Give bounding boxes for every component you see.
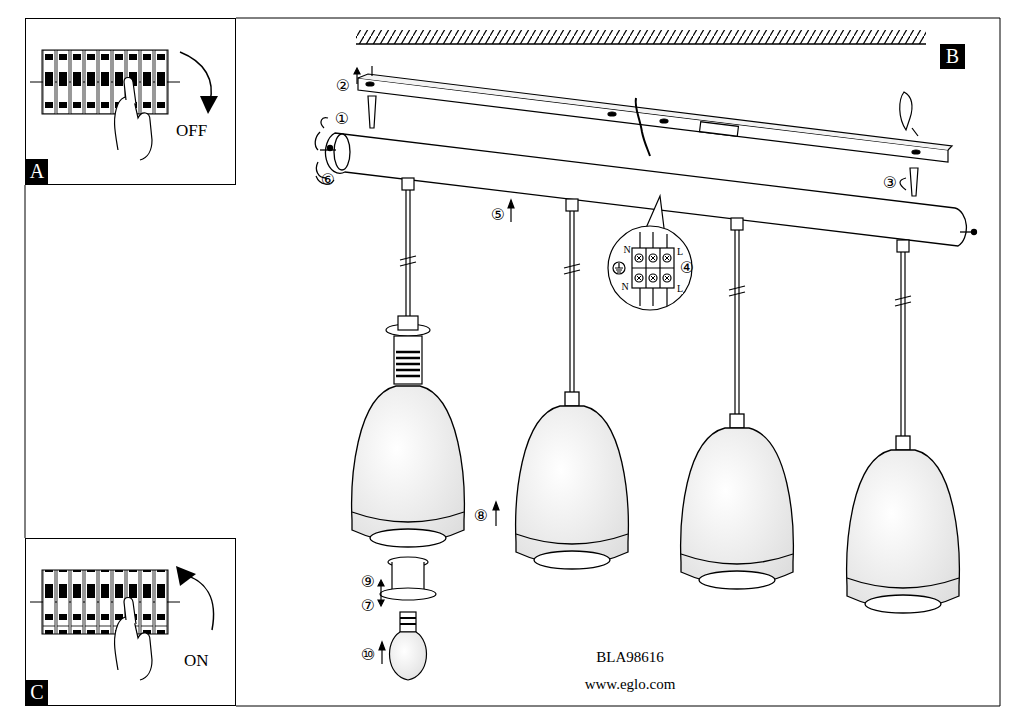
breaker-on [30, 566, 214, 680]
callout-number: ⑦ [361, 598, 375, 614]
callout-number: ⑩ [361, 647, 375, 663]
step-letter-box: B [940, 44, 965, 69]
callout-number: ⑤ [491, 207, 505, 223]
breaker-off [30, 50, 218, 160]
terminal-name: L [677, 284, 683, 294]
glass-shades [352, 386, 960, 613]
model-number: BLA98616 [596, 650, 664, 665]
step-letter-box: C [26, 680, 48, 705]
page-frame [25, 18, 1000, 706]
callout-number: ② [336, 78, 350, 94]
callout-number: ③ [883, 175, 897, 191]
switch-state: ON [184, 651, 209, 671]
terminal-name: N [623, 245, 630, 255]
ring-and-bulb [380, 557, 436, 680]
step-panel: OFF A [25, 18, 236, 185]
switch-state: OFF [176, 121, 207, 141]
step-letter: C [30, 681, 43, 704]
pendant-cords [400, 178, 911, 436]
callout-number: ④ [680, 260, 694, 276]
step-letter: A [30, 160, 44, 183]
ceiling [356, 30, 926, 44]
callout-number: ⑥ [321, 172, 335, 188]
terminal-block [608, 196, 692, 310]
callout-number: ⑨ [361, 574, 375, 590]
terminal-name: L [677, 247, 683, 257]
step-letter-box: A [26, 159, 48, 184]
step-panel: ON C [25, 538, 236, 706]
step-letter: B [946, 45, 959, 68]
website: www.eglo.com [585, 677, 676, 692]
direction-arrows [316, 68, 906, 664]
terminal-name: N [621, 282, 628, 292]
lamp-socket [386, 316, 430, 384]
callout-number: ⑧ [474, 508, 488, 524]
callout-number: ① [335, 111, 349, 127]
